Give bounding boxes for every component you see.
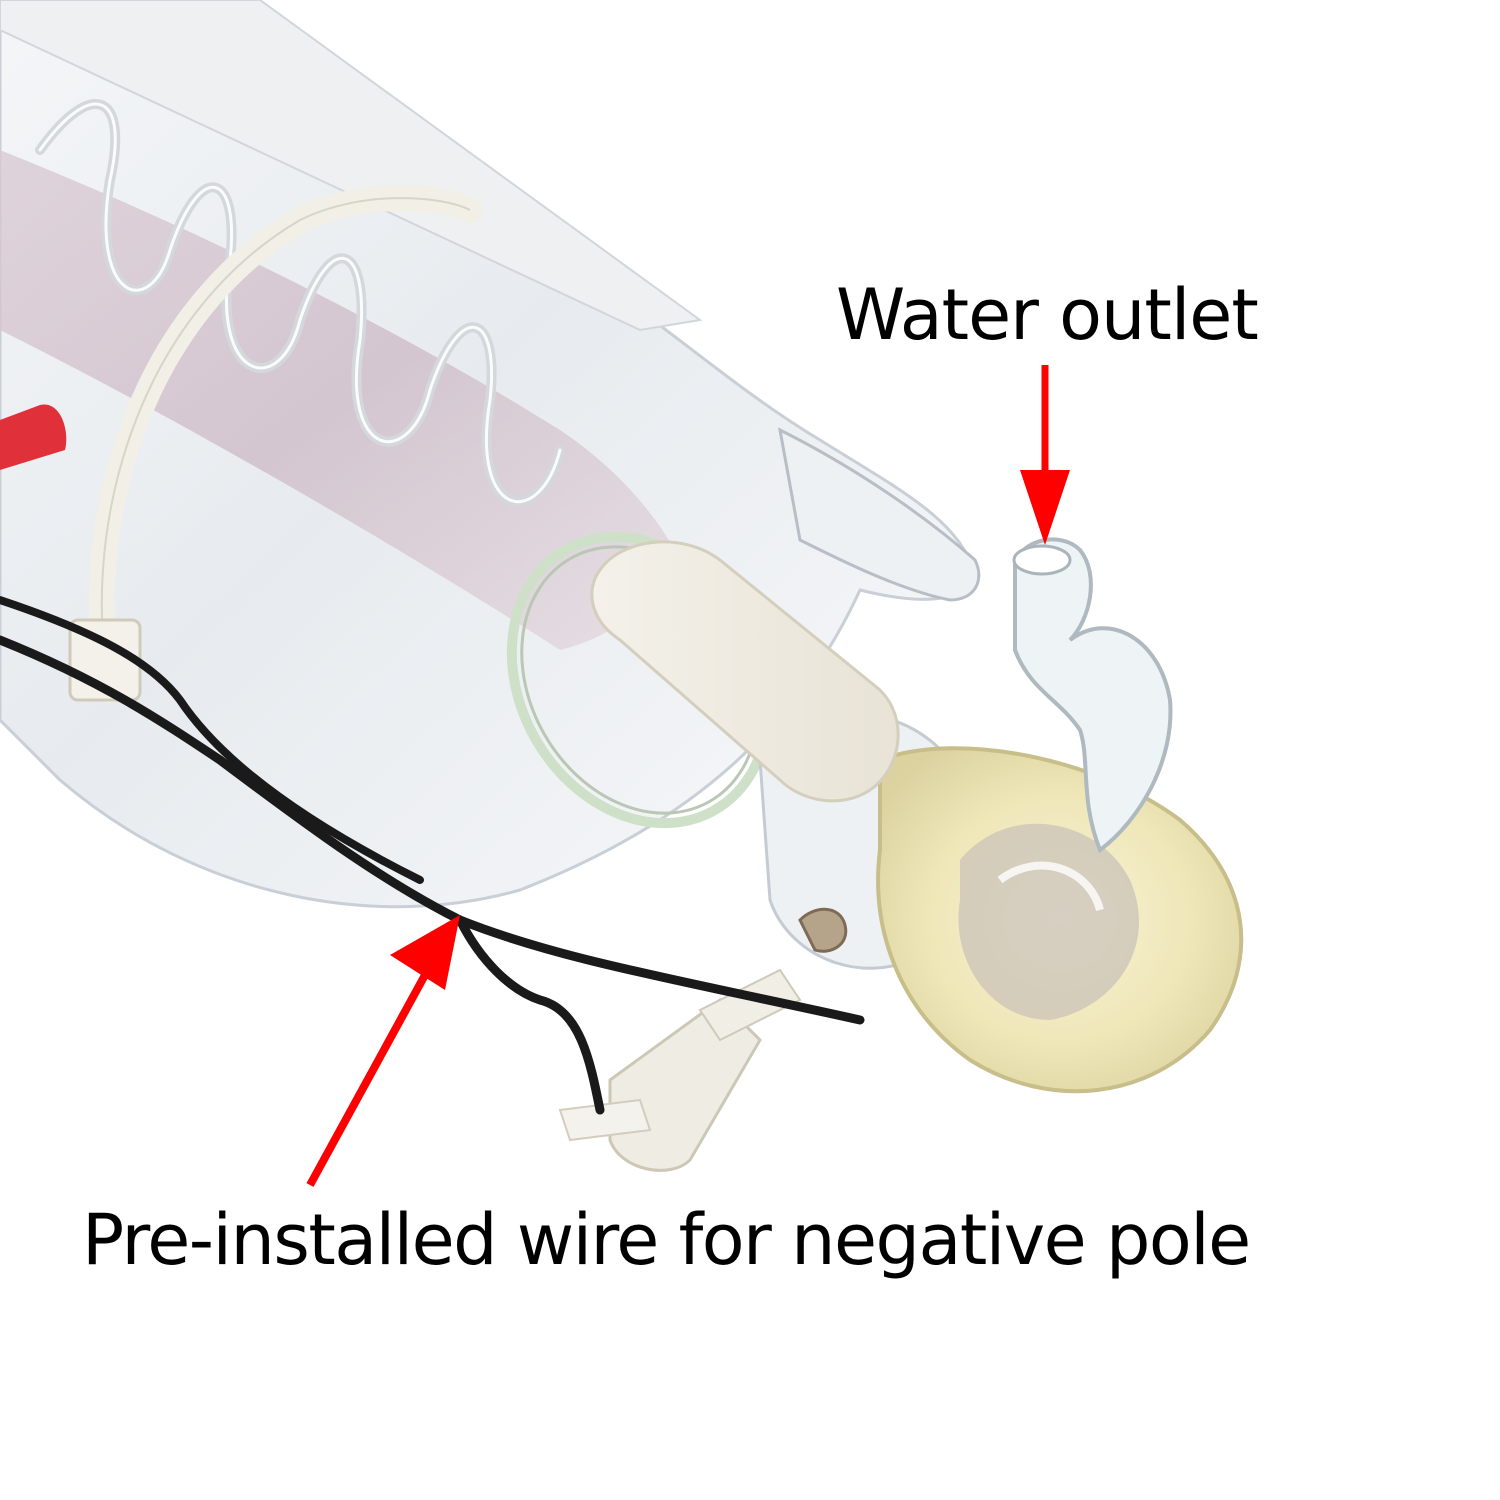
metal-clip — [798, 907, 848, 953]
jacket-nozzle — [777, 427, 981, 602]
negative-wire-label: Pre-installed wire for negative pole — [82, 1199, 1251, 1281]
silicone-connector — [558, 540, 900, 1172]
red-warning-tape — [0, 404, 67, 470]
water-outlet-nozzle — [1012, 537, 1173, 854]
negative-wire-arrow — [306, 915, 460, 1187]
cable-tie — [68, 185, 483, 703]
negative-wire — [0, 596, 865, 1115]
water-outlet-arrow — [1020, 365, 1070, 545]
tube-end-cap — [758, 713, 1244, 1094]
water-outlet-label: Water outlet — [836, 274, 1259, 356]
